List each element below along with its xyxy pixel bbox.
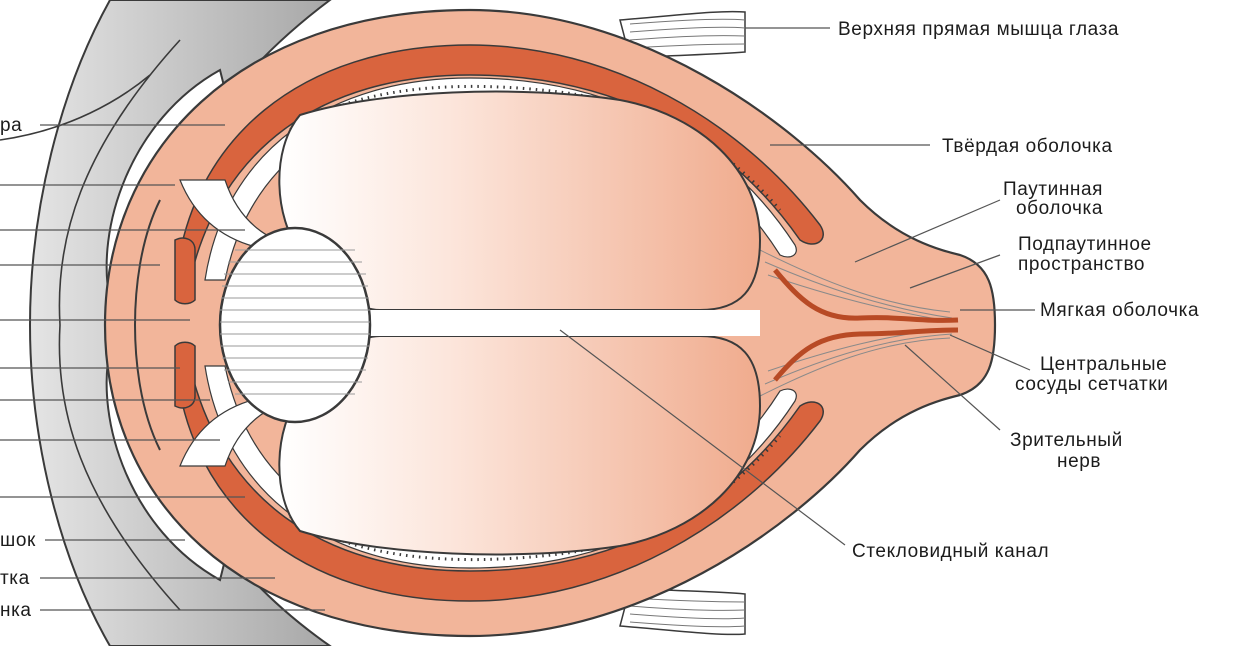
label-optic-nerve-line2: нерв — [1057, 451, 1101, 472]
lens — [220, 228, 370, 422]
label-cut-left-1: ра — [0, 115, 22, 136]
label-optic-nerve-line1: Зрительный — [1010, 430, 1123, 451]
label-pia-mater: Мягкая оболочка — [1040, 300, 1199, 321]
hyaloid-canal — [360, 310, 760, 336]
label-cut-left-3: тка — [0, 568, 30, 589]
label-subarachnoid-line2: пространство — [1018, 254, 1145, 275]
label-central-vessels-line1: Центральные — [1040, 354, 1167, 375]
label-arachnoid-line1: Паутинная — [1003, 179, 1103, 200]
label-central-vessels-line2: сосуды сетчатки — [1015, 374, 1169, 395]
label-hyaloid-canal: Стекловидный канал — [852, 541, 1049, 562]
label-superior-rectus: Верхняя прямая мышца глаза — [838, 19, 1119, 40]
iris-lower — [175, 342, 195, 408]
label-dura-mater: Твёрдая оболочка — [942, 136, 1113, 157]
label-arachnoid-line2: оболочка — [1016, 198, 1103, 219]
label-cut-left-2: шок — [0, 530, 36, 551]
label-subarachnoid-line1: Подпаутинное — [1018, 234, 1152, 255]
iris-upper — [175, 238, 195, 304]
label-cut-left-4: нка — [0, 600, 32, 621]
